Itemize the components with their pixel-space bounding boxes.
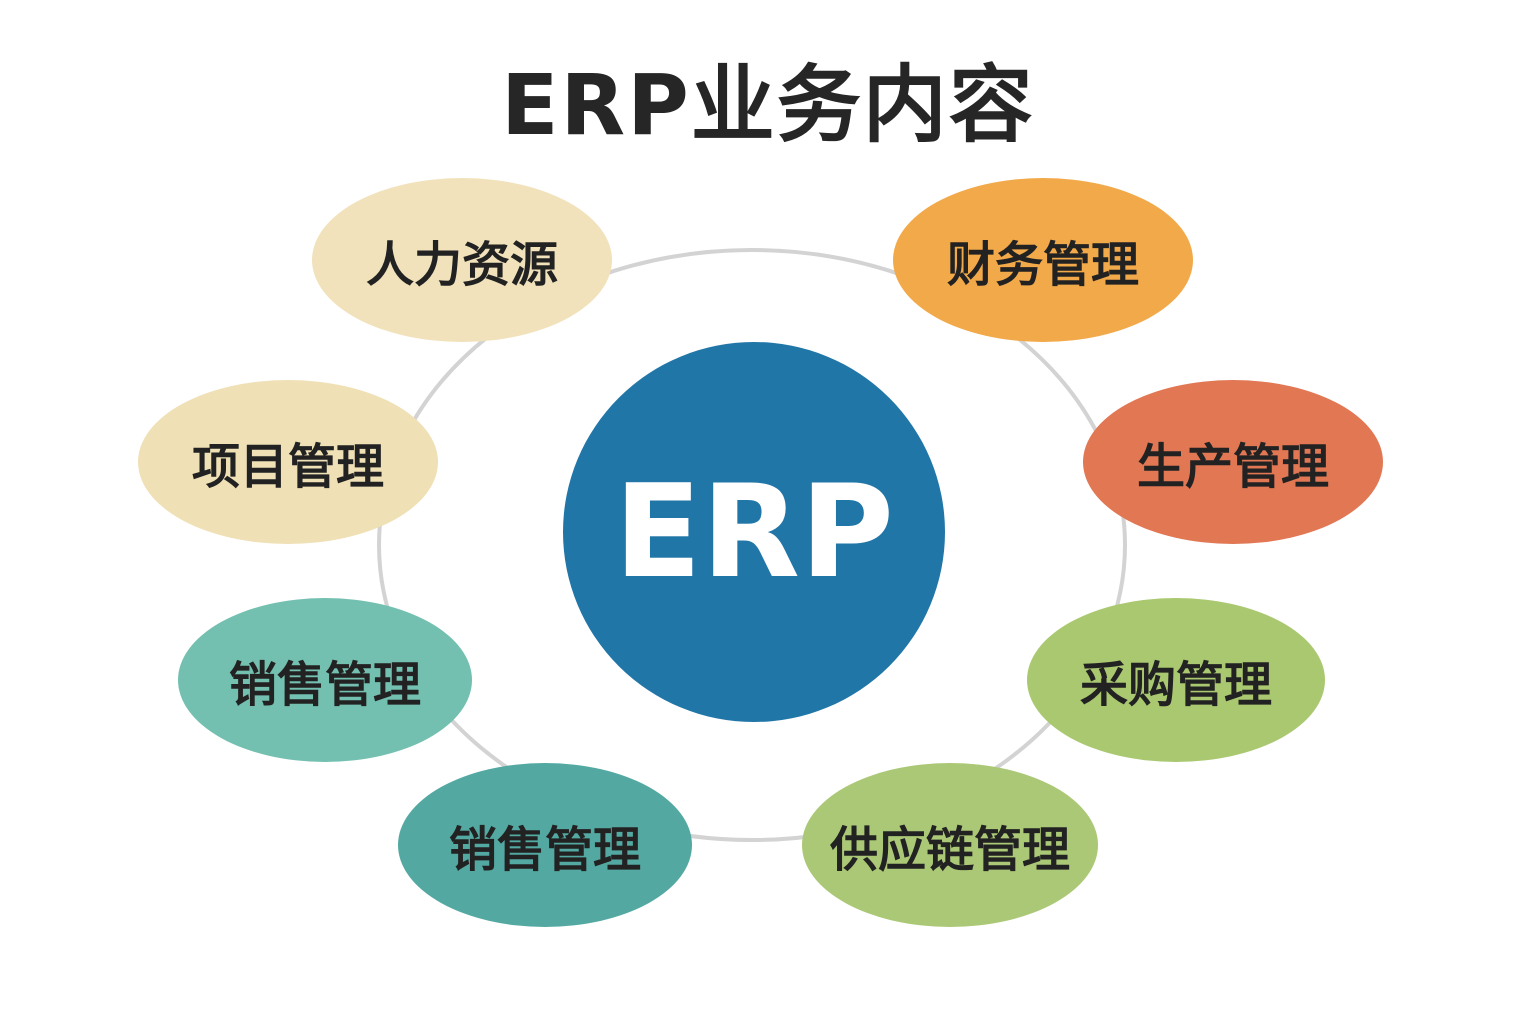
module-human-resources: 人力资源 <box>312 178 612 342</box>
module-purchasing: 采购管理 <box>1027 598 1325 762</box>
module-supply-chain: 供应链管理 <box>802 763 1098 927</box>
module-project: 项目管理 <box>138 380 438 544</box>
module-sales-2: 销售管理 <box>398 763 692 927</box>
ring-line <box>377 248 1127 842</box>
erp-center-circle: ERP <box>563 342 945 722</box>
module-sales-1: 销售管理 <box>178 598 472 762</box>
module-production: 生产管理 <box>1083 380 1383 544</box>
diagram-title: ERP业务内容 <box>501 56 1035 154</box>
module-finance: 财务管理 <box>893 178 1193 342</box>
